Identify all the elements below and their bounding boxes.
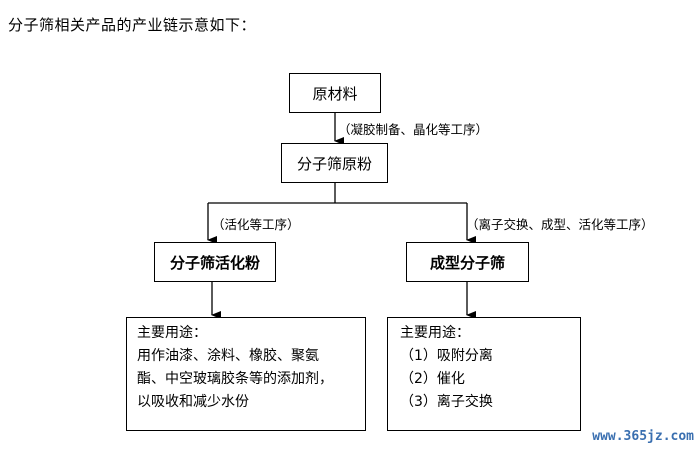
usage-line: （1）吸附分离 bbox=[400, 348, 493, 364]
usage-title: 主要用途： bbox=[137, 325, 207, 341]
process-label-gel-crystallization: （凝胶制备、晶化等工序） bbox=[338, 122, 489, 137]
intro-text: 分子筛相关产品的产业链示意如下： bbox=[8, 16, 257, 34]
node-raw-material: 原材料 bbox=[289, 73, 381, 113]
usage-line: （2）催化 bbox=[400, 371, 465, 387]
node-molecular-sieve-powder: 分子筛原粉 bbox=[281, 143, 388, 183]
usage-title: 主要用途： bbox=[400, 325, 470, 341]
node-formed-sieve: 成型分子筛 bbox=[406, 242, 529, 282]
process-label-activation: （活化等工序） bbox=[212, 217, 300, 232]
process-label-ion-exchange-forming: （离子交换、成型、活化等工序） bbox=[466, 217, 654, 232]
usage-line: 以吸收和减少水份 bbox=[137, 394, 249, 410]
usage-line: （3）离子交换 bbox=[400, 394, 493, 410]
node-activated-powder: 分子筛活化粉 bbox=[154, 242, 276, 282]
usage-box-formed-sieve: 主要用途： （1）吸附分离 （2）催化 （3）离子交换 bbox=[387, 317, 581, 431]
usage-line: 酯、中空玻璃胶条等的添加剂， bbox=[137, 371, 333, 387]
usage-box-activated-powder: 主要用途： 用作油漆、涂料、橡胶、聚氨 酯、中空玻璃胶条等的添加剂， 以吸收和减… bbox=[126, 317, 366, 431]
watermark-text: www.365jz.com bbox=[592, 429, 694, 444]
usage-line: 用作油漆、涂料、橡胶、聚氨 bbox=[137, 348, 319, 364]
